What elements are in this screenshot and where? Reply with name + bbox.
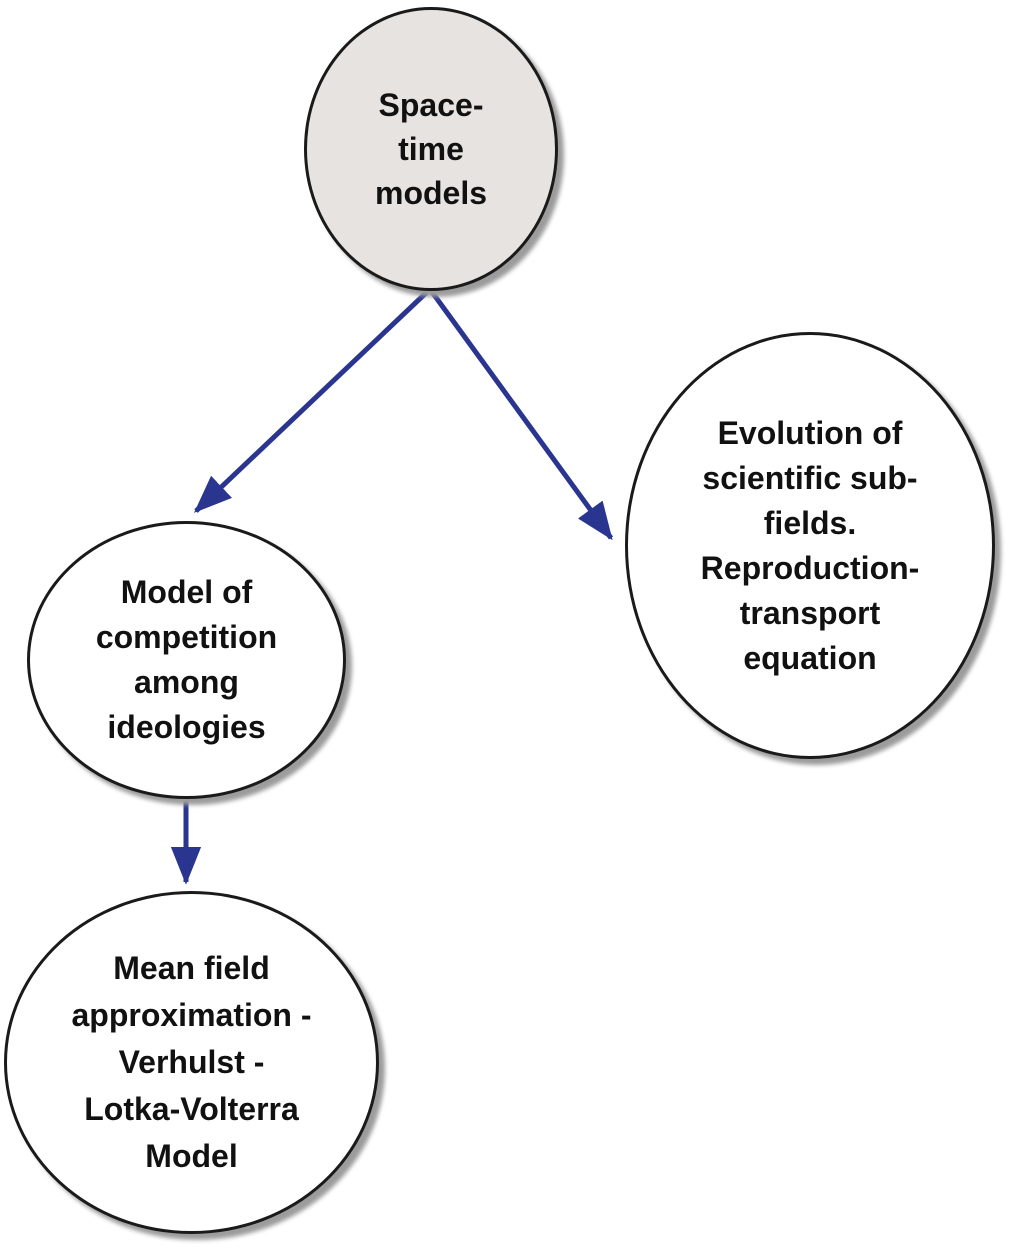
node-label-line: Model of: [120, 574, 253, 610]
node-label-line: fields.: [763, 504, 857, 541]
node-label-line: Lotka-Volterra: [84, 1091, 299, 1127]
node-label-line: Verhulst -: [118, 1044, 265, 1080]
node-model-of-competition-among-ideologies: Model of competition among ideologies: [27, 521, 346, 799]
node-label-line: Reproduction-: [700, 549, 920, 586]
edge-space-time-to-competition: [193, 290, 429, 513]
node-evolution-of-scientific-subfields: Evolution of scientific sub- fields. Rep…: [625, 332, 995, 759]
node-label-line: models: [374, 175, 488, 211]
edge-space-time-to-evolution: [429, 290, 614, 541]
node-label-line: ideologies: [107, 709, 266, 745]
node-label-line: Mean field: [113, 950, 270, 986]
node-label-line: scientific sub-: [702, 459, 918, 496]
node-label-line: Space-: [378, 87, 484, 123]
node-label-line: transport: [739, 594, 881, 631]
node-label-line: Model: [145, 1138, 238, 1174]
node-label-line: approximation -: [71, 997, 312, 1033]
node-label-line: equation: [743, 639, 877, 676]
node-label-line: among: [134, 664, 239, 700]
node-label-line: competition: [95, 619, 278, 655]
node-label-line: Evolution of: [717, 414, 903, 451]
node-label-line: time: [398, 131, 464, 167]
node-space-time-models: Space- time models: [304, 7, 558, 291]
node-mean-field-approximation: Mean field approximation - Verhulst - Lo…: [4, 891, 379, 1234]
